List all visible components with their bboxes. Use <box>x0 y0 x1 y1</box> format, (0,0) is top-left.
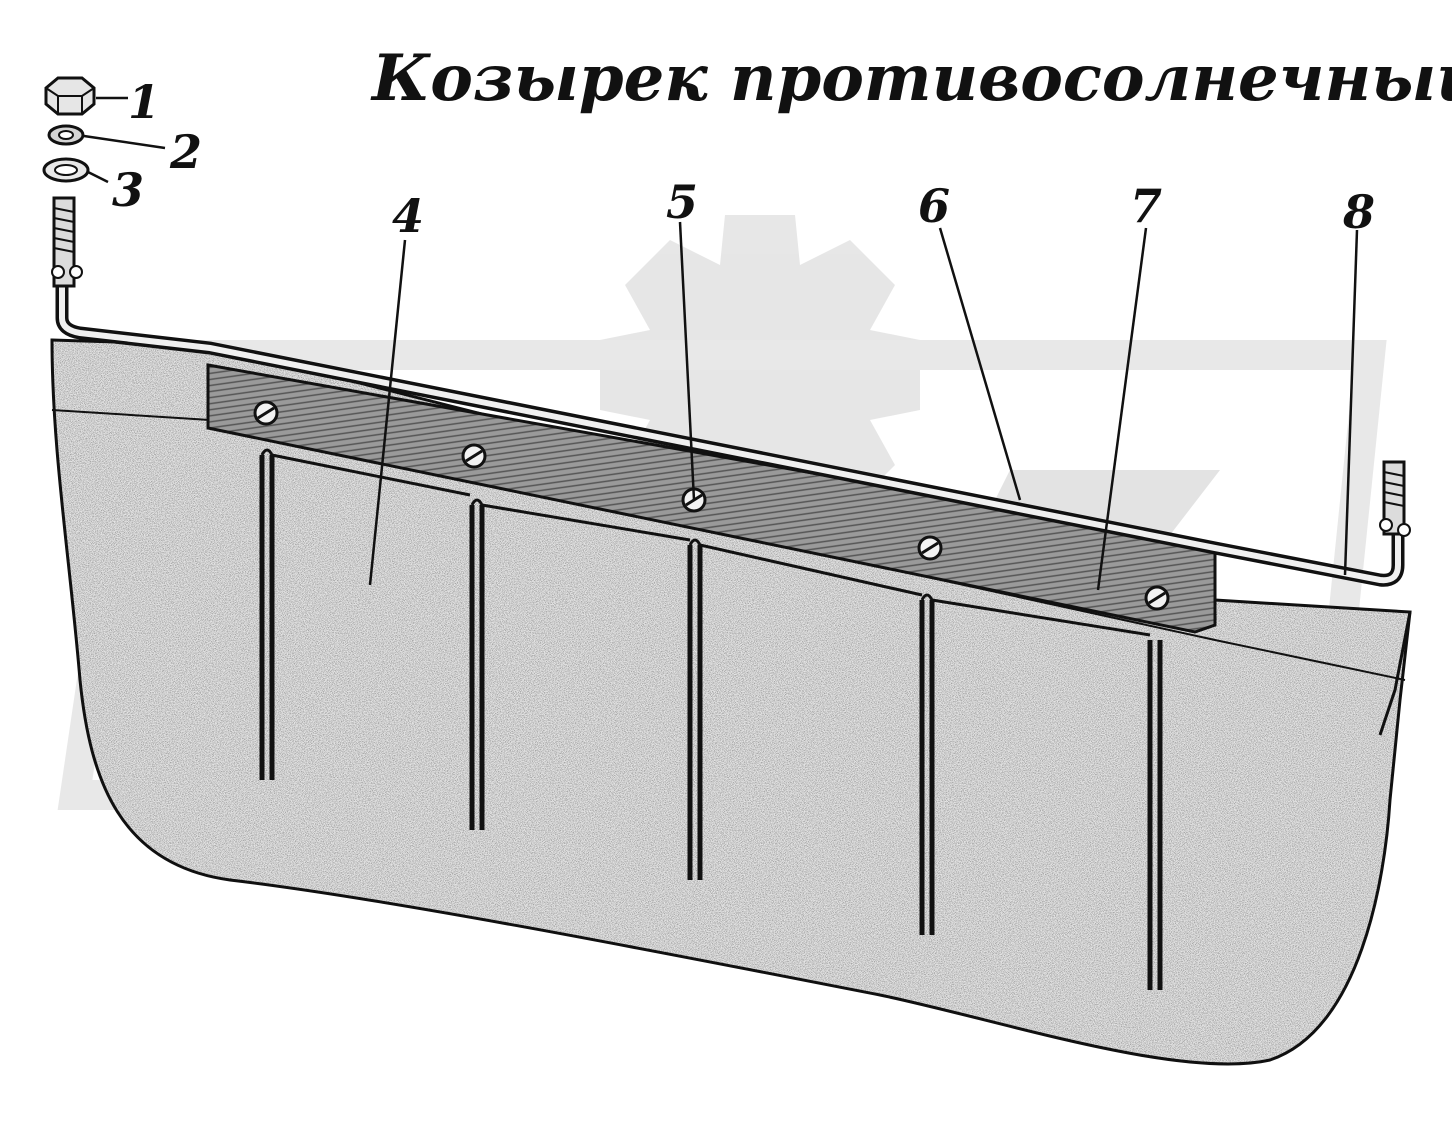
spring-washer <box>47 124 85 146</box>
callout-3: 3 <box>112 163 144 217</box>
rib-cap-2 <box>470 498 691 542</box>
rib-2 <box>469 505 485 830</box>
leader-8 <box>1343 229 1359 576</box>
rib-3 <box>687 545 703 880</box>
leader-lines <box>83 96 1359 591</box>
flat-washer <box>42 157 90 183</box>
callout-5: 5 <box>666 175 698 229</box>
callout-6: 6 <box>918 179 950 233</box>
diagram-title: Козырек противосолнечный <box>370 41 1452 116</box>
bracket-rod <box>55 280 1405 587</box>
rib-cap-4 <box>920 593 1151 637</box>
rib-4 <box>919 600 935 935</box>
screw-1 <box>253 400 279 426</box>
visor-panel-texture <box>52 340 1410 1065</box>
rib-5 <box>1147 640 1163 990</box>
callout-1: 1 <box>128 75 160 129</box>
screw-2 <box>461 443 487 469</box>
bracket-bolt-left <box>51 196 83 288</box>
leader-4 <box>368 239 407 586</box>
visor-right-edge <box>1378 611 1412 736</box>
rib-cap-1 <box>260 448 471 497</box>
leader-6 <box>938 227 1022 501</box>
rib-1 <box>259 455 275 780</box>
screw-4 <box>917 535 943 561</box>
callout-4: 4 <box>392 189 424 243</box>
leader-3 <box>87 170 109 184</box>
callout-7: 7 <box>1130 179 1162 233</box>
rib-caps <box>260 448 1151 637</box>
leader-5 <box>678 221 696 501</box>
visor-panel <box>50 338 1412 1066</box>
rib-cap-3 <box>688 538 923 597</box>
leader-2 <box>83 134 166 150</box>
leader-7 <box>1096 227 1148 591</box>
nut <box>44 76 96 116</box>
callout-8: 8 <box>1342 185 1375 239</box>
screw-5 <box>1144 585 1170 611</box>
bracket-bolt-right <box>1379 460 1411 537</box>
callout-2: 2 <box>169 125 202 179</box>
visor-ribs <box>259 455 1163 990</box>
bracket-rod-inner <box>59 280 1401 584</box>
